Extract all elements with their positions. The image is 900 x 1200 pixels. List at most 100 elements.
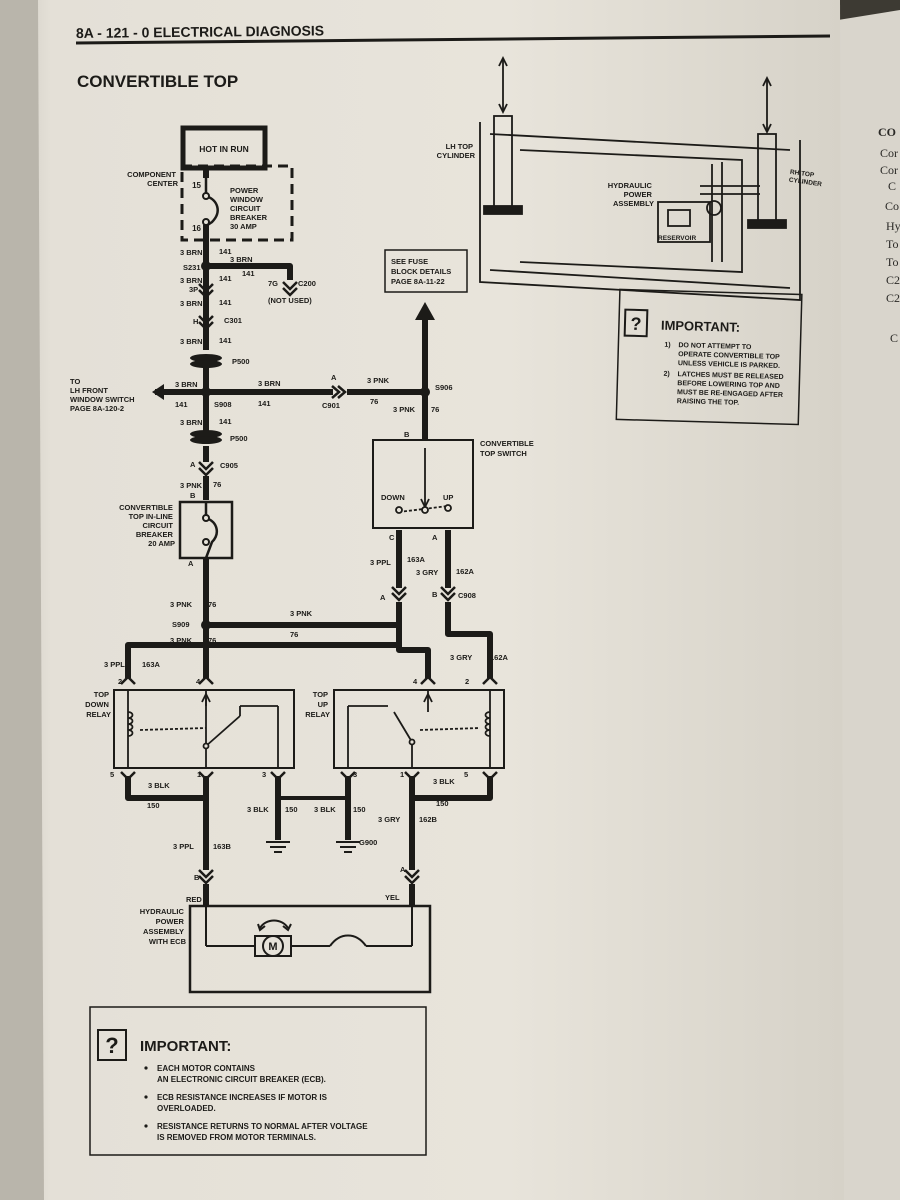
breaker-contact: [202, 192, 210, 200]
rh-arrow-head-down: [762, 123, 772, 135]
c3p-connector: [198, 283, 214, 299]
top-up-relay-box: [333, 689, 505, 769]
switch-contacts: [395, 448, 452, 514]
important-note-box-top: [615, 288, 803, 426]
splice-s909: S909: [172, 620, 190, 629]
margin-letter: CO: [878, 125, 896, 139]
wire-label-141: 141: [258, 399, 271, 408]
wire-label-yel: YEL: [385, 893, 400, 902]
top-down-relay-internals: [127, 690, 279, 768]
important-item: ECB RESISTANCE INCREASES IF MOTOR IS OVE…: [157, 1093, 329, 1113]
fuse-block-arrow: [415, 302, 435, 320]
wire-label-3ppl: 3 PPL: [370, 558, 391, 567]
wire-label-141: 141: [219, 247, 232, 256]
wire-label-3pnk: 3 PNK: [290, 609, 313, 618]
to-lh-front-window-switch: TO LH FRONT WINDOW SWITCH PAGE 8A-120-2: [70, 377, 137, 413]
reservoir-label: RESERVOIR: [658, 235, 696, 242]
top-up-relay-label: TOP UP RELAY: [305, 690, 330, 719]
top-cylinder-diagram: [479, 55, 801, 301]
margin-letter: C: [890, 331, 898, 345]
margin-letter: C2: [886, 273, 900, 287]
important-note-box-bottom: [89, 1006, 427, 1156]
pin-a: A: [188, 559, 194, 568]
splice-s909-dot: [201, 620, 211, 630]
important-title-bottom: IMPORTANT:: [140, 1038, 231, 1055]
wire-label-3brn: 3 BRN: [180, 337, 203, 346]
pin-4: 4: [413, 677, 418, 686]
pin-4: 4: [196, 677, 201, 686]
convertible-top-switch-label: CONVERTIBLE TOP SWITCH: [480, 439, 536, 458]
wire-label-3blk: 3 BLK: [148, 781, 170, 790]
splice-s906-dot: [420, 387, 430, 397]
wire-label-141: 141: [242, 269, 255, 278]
wire-label-76: 76: [208, 600, 216, 609]
margin-letter: To: [886, 255, 899, 269]
breaker-contact: [202, 514, 210, 522]
component-center-label: COMPONENT CENTER: [127, 170, 178, 188]
wire-label-162a: 162A: [456, 567, 475, 576]
wire-label-3gry: 3 GRY: [416, 568, 438, 577]
inline-circuit-breaker-label: CONVERTIBLE TOP IN-LINE CIRCUIT BREAKER …: [119, 503, 175, 548]
pin-2: 2: [118, 677, 122, 686]
pin-7g: 7G: [268, 279, 278, 288]
relay-coil: [127, 711, 134, 737]
top-down-relay-label: TOP DOWN RELAY: [85, 690, 111, 719]
reservoir-box: [657, 201, 711, 243]
wire-s909-pnk: [206, 622, 431, 678]
connector-c905: C905: [220, 461, 238, 470]
splice-s908: S908: [214, 400, 232, 409]
switch-down-label: DOWN: [381, 493, 405, 502]
hydraulic-power-assembly-box: [188, 904, 432, 994]
motor-label: M: [268, 941, 277, 953]
important-item: 2) LATCHES MUST BE RELEASED BEFORE LOWER…: [663, 371, 786, 408]
motor-circuit: [205, 906, 413, 947]
margin-letter: C2: [886, 291, 900, 305]
next-page-margin-text: CO Cor Cor C Co Hy To To C2 C2 C: [878, 125, 900, 345]
pin-b: B: [404, 430, 410, 439]
c905-connector: [198, 461, 214, 477]
wire-150-down: [125, 776, 206, 801]
top-down-relay-box: [113, 689, 295, 769]
connector-c908: C908: [458, 591, 476, 600]
rotation-arrow: [259, 919, 289, 929]
wire-label-76: 76: [290, 630, 298, 639]
wire-label-red: RED: [186, 895, 202, 904]
wire-label-3blk: 3 BLK: [314, 805, 336, 814]
wire-label-3ppl: 3 PPL: [173, 842, 194, 851]
relay-pin-connectors: [120, 675, 498, 781]
wire-label-141: 141: [219, 336, 232, 345]
connector-c901: C901: [322, 401, 340, 410]
c200-connector: [282, 281, 298, 297]
pin-h: H: [193, 317, 198, 326]
wire-label-3pnk: 3 PNK: [170, 636, 193, 645]
wire-label-141: 141: [175, 400, 188, 409]
wire-label-3pnk: 3 PNK: [170, 600, 193, 609]
connector-p500: P500: [230, 434, 248, 443]
important-item: RESISTANCE RETURNS TO NORMAL AFTER VOLTA…: [157, 1122, 370, 1142]
pin-a: A: [400, 865, 406, 874]
wire-label-76: 76: [208, 636, 216, 645]
c301-connector: [198, 315, 214, 331]
wire-label-3gry: 3 GRY: [378, 815, 400, 824]
connector-c200: C200: [298, 279, 316, 288]
wire-label-163b: 163B: [213, 842, 232, 851]
wire-3gry-162a-lower: [445, 602, 493, 678]
relay-coil: [484, 711, 491, 737]
not-used-label: (NOT USED): [268, 296, 312, 305]
ground-symbol: [336, 841, 360, 853]
margin-letter: C: [888, 179, 896, 193]
wire-label-162a: 162A: [490, 653, 509, 662]
connector-symbols: [198, 281, 298, 477]
wire-label-76: 76: [213, 480, 221, 489]
wire-label-3brn: 3 BRN: [180, 248, 203, 257]
lh-arrow-head-down: [498, 103, 508, 115]
important-item: EACH MOTOR CONTAINS AN ELECTRONIC CIRCUI…: [157, 1064, 326, 1084]
connector-c301: C301: [224, 316, 242, 325]
wire-label-163a: 163A: [407, 555, 426, 564]
wire-label-3brn: 3 BRN: [180, 299, 203, 308]
p500-grommet-lower: [190, 430, 222, 444]
margin-letter: Cor: [880, 146, 898, 160]
important-icon: [97, 1029, 127, 1061]
pin-3: 3: [262, 770, 266, 779]
wire-label-3pnk: 3 PNK: [180, 481, 203, 490]
